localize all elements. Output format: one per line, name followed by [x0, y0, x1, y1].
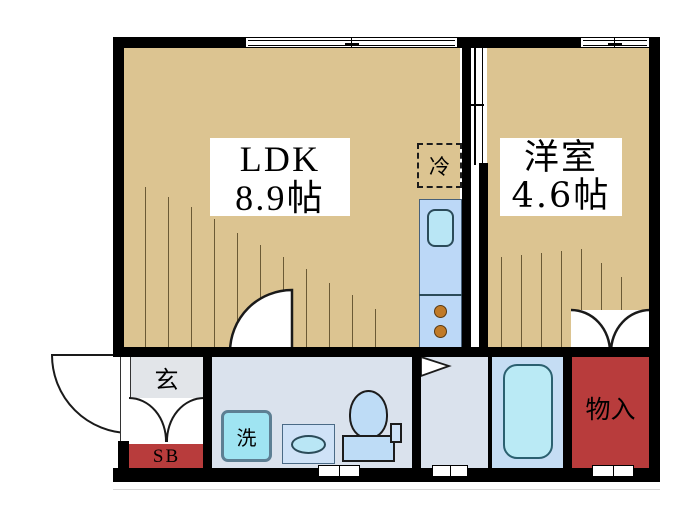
wall-ldk-bedroom-upper-stub [479, 37, 488, 48]
vent-washroom-mullion [339, 465, 340, 477]
storage-label-text: 物入 [585, 395, 636, 424]
wall-entrance-washroom [203, 347, 212, 482]
toilet-bowl [349, 390, 388, 439]
ldk-bedroom-sliding-door [469, 47, 483, 165]
ldk-name: LDK [239, 139, 321, 179]
refrigerator-label: 冷 [429, 154, 450, 179]
window-top-bedroom-handle [608, 43, 622, 45]
window-top-bedroom-rail2 [583, 45, 647, 46]
vent-anteroom-mullion [450, 465, 451, 477]
ldk-door-swing [228, 288, 294, 354]
ldk-bedroom-sliding-door-mullion [474, 47, 476, 165]
bedroom-name: 洋室 [523, 138, 599, 178]
ldk-label: LDK 8.9帖 [210, 138, 350, 218]
shoebox-door-swing [128, 397, 205, 444]
wall-ldk-bedroom-lower [479, 163, 488, 354]
shoebox-label: SB [129, 447, 204, 466]
window-top-bedroom-rail1 [583, 40, 647, 41]
bedroom-size: 4.6帖 [511, 175, 611, 216]
stove-burner-back [434, 325, 447, 338]
entrance-label-text: 玄 [154, 366, 179, 394]
bathtub [503, 364, 553, 459]
wall-entrance-left-lower [118, 441, 129, 482]
entrance-label: 玄 [129, 368, 204, 392]
wall-washroom-bath [412, 347, 421, 482]
window-top-ldk-mullion [351, 37, 352, 48]
plan-baseline [113, 489, 660, 490]
wall-ldk-bedroom [462, 37, 471, 354]
refrigerator-icon: 冷 [417, 143, 462, 188]
wall-bottom [113, 468, 660, 482]
wall-right [649, 37, 660, 482]
wall-anteroom-bathroom [488, 355, 492, 468]
window-top-bedroom-mullion [614, 37, 615, 48]
bath-anteroom-floor [419, 355, 491, 468]
ldk-size: 8.9帖 [235, 177, 325, 218]
wall-bathroom-storage [563, 347, 572, 482]
stove-burner-front [434, 305, 447, 318]
kitchen-counter-divider [419, 294, 462, 296]
bath-folding-door [420, 355, 452, 378]
shoebox-label-text: SB [152, 446, 181, 467]
bedroom-label: 洋室 4.6帖 [500, 138, 622, 216]
washing-machine: 洗 [221, 410, 272, 462]
toilet-flush-lever [390, 423, 402, 443]
entrance-door-swing [50, 354, 131, 435]
storage-label: 物入 [571, 397, 650, 422]
storage-floor [571, 355, 650, 468]
vent-storage-mullion [613, 465, 614, 477]
lavatory-basin [291, 435, 326, 454]
shoebox-floor [129, 443, 204, 468]
wall-left-upper [113, 37, 124, 354]
closet-door-swing [570, 308, 651, 354]
toilet-tank [342, 435, 395, 462]
kitchen-sink-basin [427, 209, 454, 247]
window-top-bedroom [580, 37, 650, 48]
window-top-ldk-handle [345, 43, 359, 45]
washing-machine-label: 洗 [236, 425, 257, 450]
wall-ldk-bottom [113, 347, 660, 357]
